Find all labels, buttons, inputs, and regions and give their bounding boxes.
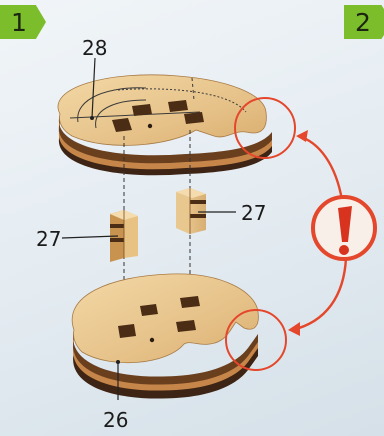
label-block-right: 27	[241, 201, 267, 225]
label-bottom-plate: 26	[103, 408, 129, 432]
warning-callout	[225, 97, 377, 371]
highlight-circle-bottom	[225, 309, 287, 371]
label-block-left: 27	[36, 227, 62, 251]
highlight-circle-top	[234, 97, 296, 159]
step-number-next: 2	[355, 8, 371, 37]
leader-28	[91, 57, 96, 119]
step-badge-current: 1	[0, 5, 46, 39]
step-badge-next: 2	[344, 5, 384, 39]
step-number-current: 1	[11, 8, 27, 37]
leader-27-left	[61, 235, 119, 239]
arrow-bottom	[291, 257, 348, 332]
label-top-plate: 28	[82, 36, 108, 60]
block-right	[176, 188, 206, 234]
top-plate	[57, 74, 272, 176]
arrow-top	[297, 134, 344, 201]
bottom-plate	[71, 273, 259, 399]
